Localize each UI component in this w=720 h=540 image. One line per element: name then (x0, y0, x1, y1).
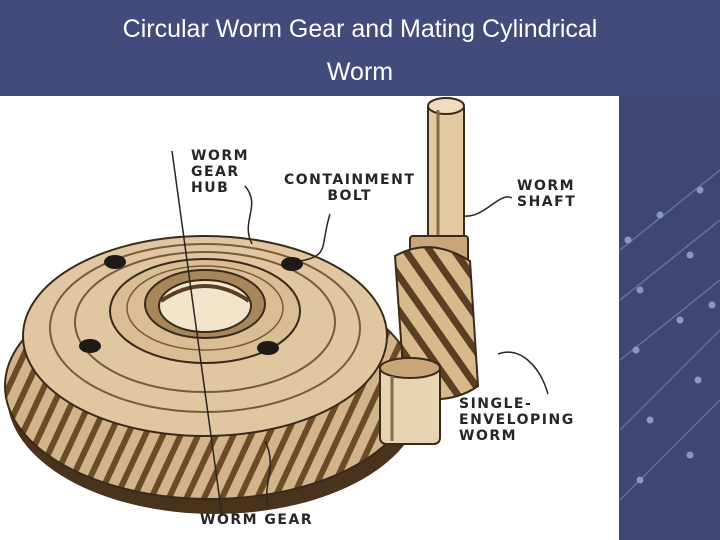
leader-lines (244, 185, 549, 507)
worm-gear-wheel (4, 235, 423, 514)
leader-hub (244, 185, 253, 245)
label-worm-gear-hub: WORM GEAR HUB (191, 148, 250, 196)
worm-shaft (409, 97, 469, 265)
decorative-dots (624, 186, 716, 484)
single-enveloping-worm (379, 246, 480, 445)
slide-title-line-1: Circular Worm Gear and Mating Cylindrica… (122, 15, 598, 43)
leader-bolt (299, 213, 331, 262)
axis-line (171, 150, 223, 517)
leader-shaft (463, 196, 513, 217)
label-worm-shaft: WORM SHAFT (517, 178, 577, 210)
worm-gear-diagram: WORM GEAR HUB CONTAINMENT BOLT WORM SHAF… (0, 96, 619, 540)
containment-bolts (79, 255, 303, 355)
leader-worm (497, 351, 549, 395)
decorative-lines (619, 169, 720, 501)
leader-gear (264, 440, 271, 507)
worm-gear-illustration (4, 97, 549, 517)
slide-title: Circular Worm Gear and Mating Cylindrica… (0, 8, 720, 94)
slide-title-line-2: Worm (326, 58, 394, 86)
label-worm-gear: WORM GEAR (200, 512, 314, 528)
label-containment-bolt: CONTAINMENT BOLT (284, 172, 416, 204)
label-single-enveloping-worm: SINGLE- ENVELOPING WORM (459, 396, 575, 444)
worm-gear-hub (144, 269, 266, 339)
